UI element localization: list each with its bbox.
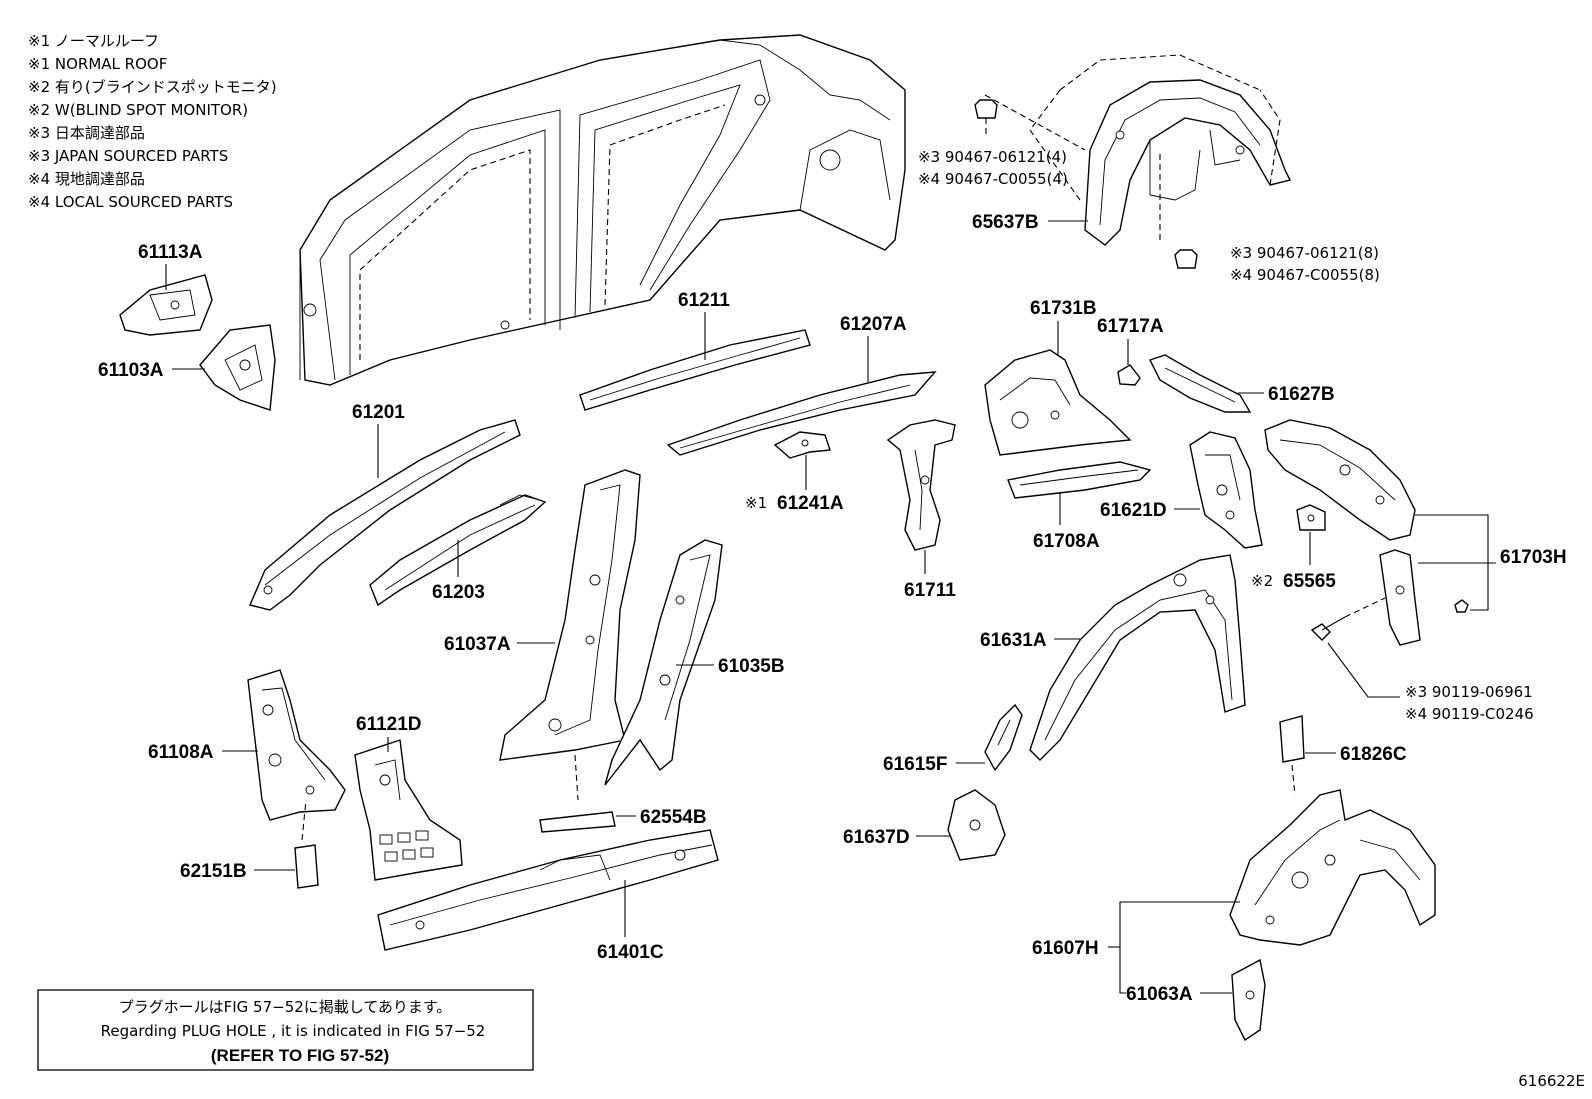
- label-61637D: 61637D: [843, 827, 910, 848]
- note-3: ※2 有り(ブラインドスポットモニタ): [28, 78, 277, 96]
- bracket-65565: [1296, 504, 1326, 531]
- quarter-pillar-61711: [886, 419, 956, 551]
- bracket-61063A: [1231, 958, 1266, 1042]
- label-61401C: 61401C: [597, 942, 664, 963]
- label-61826C: 61826C: [1340, 744, 1407, 765]
- note-1: ※1 ノーマルルーフ: [28, 32, 159, 50]
- rocker-panel-61401C: [377, 829, 719, 951]
- clip-top-label-4: ※4 90467-C0055(4): [918, 170, 1068, 188]
- quarter-inner-61731B: [984, 349, 1132, 456]
- body-side-outer-panel: [299, 34, 906, 386]
- front-pillar-61108A: [247, 669, 346, 821]
- label-65637B: 65637B: [972, 212, 1039, 233]
- plug-hole-note-line-3: (REFER TO FIG 57-52): [211, 1046, 389, 1065]
- label-61717A: 61717A: [1097, 316, 1164, 337]
- wheel-house-inner-61607H: [1229, 789, 1436, 946]
- label-61631A: 61631A: [980, 630, 1047, 651]
- clip-bottom-label-4: ※4 90467-C0055(8): [1230, 266, 1380, 284]
- center-pillar-61035B: [604, 539, 723, 786]
- label-61607H: 61607H: [1032, 938, 1099, 959]
- label-65565-mark: ※2: [1251, 572, 1273, 590]
- label-61037A: 61037A: [444, 634, 511, 655]
- plug-hole-note-box: プラグホールはFIG 57−52に掲載してあります。 Regarding PLU…: [37, 989, 534, 1071]
- label-61203: 61203: [432, 582, 485, 603]
- label-61121D: 61121D: [356, 714, 422, 735]
- note-6: ※3 JAPAN SOURCED PARTS: [28, 147, 228, 165]
- wheel-arch-61631A: [1029, 554, 1246, 761]
- reinforcement-61627B: [1149, 354, 1252, 413]
- label-61708A: 61708A: [1033, 531, 1100, 552]
- pad-62554B: [539, 811, 616, 833]
- label-61711: 61711: [904, 580, 956, 601]
- note-2: ※1 NORMAL ROOF: [28, 55, 167, 73]
- clip-bottom: [1174, 249, 1198, 269]
- center-pillar-61037A: [499, 469, 641, 761]
- bracket-61103A: [199, 324, 276, 411]
- note-4: ※2 W(BLIND SPOT MONITOR): [28, 101, 248, 119]
- notes-legend: ※1 ノーマルルーフ ※1 NORMAL ROOF ※2 有り(ブラインドスポッ…: [28, 32, 277, 211]
- label-61615F: 61615F: [883, 754, 947, 775]
- note-8: ※4 LOCAL SOURCED PARTS: [28, 193, 233, 211]
- bolt-label-4: ※4 90119-C0246: [1405, 705, 1534, 723]
- label-62554B: 62554B: [640, 807, 707, 828]
- bolt-label-3: ※3 90119-06961: [1405, 683, 1533, 701]
- label-61241A-mark: ※1: [745, 494, 767, 512]
- label-61241A: 61241A: [777, 493, 844, 514]
- label-61035B: 61035B: [718, 656, 785, 677]
- label-61621D: 61621D: [1100, 500, 1167, 521]
- bolt-90119: [1310, 616, 1346, 641]
- label-61113A: 61113A: [138, 242, 203, 263]
- roof-rail-61207A: [666, 371, 937, 456]
- label-61731B: 61731B: [1030, 298, 1097, 319]
- label-61063A: 61063A: [1126, 984, 1193, 1005]
- label-61703H: 61703H: [1500, 547, 1567, 568]
- roof-rail-61211: [579, 329, 811, 411]
- panel-61708A: [1007, 461, 1152, 499]
- label-61201: 61201: [352, 402, 405, 423]
- bracket-61637D: [947, 789, 1006, 861]
- clip-top: [974, 99, 998, 135]
- note-7: ※4 現地調達部品: [28, 170, 145, 188]
- wheel-house-liner-65637B: [984, 54, 1292, 246]
- gusset-61615F: [984, 703, 1023, 772]
- pad-61826C: [1279, 715, 1305, 763]
- panel-61621D: [1189, 431, 1263, 549]
- plug-hole-note-line-2: Regarding PLUG HOLE , it is indicated in…: [101, 1022, 486, 1040]
- label-62151B: 62151B: [180, 861, 247, 882]
- label-61627B: 61627B: [1268, 384, 1335, 405]
- roof-rail-61201: [249, 419, 521, 611]
- label-61211: 61211: [678, 290, 730, 311]
- note-5: ※3 日本調達部品: [28, 124, 145, 142]
- label-61108A: 61108A: [148, 742, 214, 763]
- figure-number: 616622E: [1518, 1072, 1585, 1090]
- label-61103A: 61103A: [98, 360, 164, 381]
- label-65565: 65565: [1283, 571, 1336, 592]
- clip-bottom-label-3: ※3 90467-06121(8): [1230, 244, 1379, 262]
- clip-top-label-3: ※3 90467-06121(4): [918, 148, 1067, 166]
- front-pillar-61121D: [354, 739, 463, 881]
- plug-hole-note-line-1: プラグホールはFIG 57−52に掲載してあります。: [119, 998, 452, 1016]
- bracket-61113A: [119, 274, 213, 336]
- bracket-61241A: [773, 431, 831, 459]
- label-61207A: 61207A: [840, 314, 907, 335]
- pad-62151B: [294, 844, 319, 889]
- gusset-61717A: [1117, 364, 1141, 386]
- rear-panel-61703H: [1264, 419, 1469, 646]
